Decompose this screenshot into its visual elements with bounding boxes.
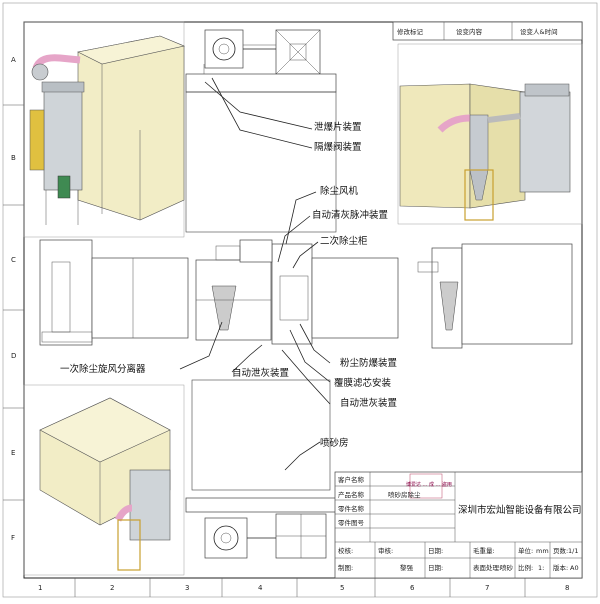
drafter-label: 制图: (338, 563, 353, 572)
product-name-value: 喷砂房除尘 (388, 490, 421, 499)
design-label: 校核: (338, 546, 353, 555)
label-filter-install: 覆膜滤芯安装 (334, 377, 392, 389)
front-elevation (39, 239, 189, 346)
unit-label: 单位: (518, 546, 533, 555)
leader-lines (179, 77, 331, 471)
col-marker: 4 (258, 584, 263, 592)
pages-label: 页数: (553, 546, 568, 555)
revision-cell: 设变内容 (456, 27, 483, 36)
label-auto-ash-2: 自动泄灰装置 (340, 397, 397, 409)
revision-cell: 修改标记 (397, 27, 424, 36)
row-marker: E (11, 449, 15, 457)
product-name-label: 产品名称 (338, 490, 365, 499)
part-name-label: 零件名称 (338, 504, 365, 513)
col-marker: 8 (565, 584, 569, 592)
revision-cell: 设变人&时间 (520, 27, 558, 36)
col-marker: 2 (110, 584, 114, 592)
col-markers: 1 2 3 4 5 6 7 8 (38, 578, 569, 597)
review-label: 审核: (378, 546, 393, 555)
label-cyclone: 一次除尘旋风分离器 (60, 363, 146, 375)
row-marker: F (11, 534, 15, 542)
iso-view-top-left (23, 21, 185, 238)
label-explosion-vent: 泄爆片装置 (314, 121, 362, 133)
customer-label: 客户名称 (338, 475, 365, 484)
scale-value: 1: (538, 564, 544, 572)
company-name: 深圳市宏灿智能设备有限公司 (458, 504, 582, 516)
row-markers: A B C D E F (3, 56, 24, 542)
stamp-box (409, 473, 443, 499)
part-no-label: 零件图号 (338, 518, 365, 527)
callout-labels: 泄爆片装置 隔爆阀装置 除尘风机 自动清灰脉冲装置 二次除尘柜 一次除尘旋风分离… (60, 121, 397, 449)
title-block: 客户名称 博爱达 ... 成 ... 盗用 产品名称 喷砂房除尘 零件名称 零件… (334, 471, 583, 579)
row-marker: A (11, 56, 16, 64)
center-front-view (195, 239, 399, 345)
unit-value: mm (536, 547, 549, 555)
col-marker: 3 (185, 584, 189, 592)
label-powder-explosion: 粉尘防爆装置 (340, 357, 397, 369)
label-isolation-valve: 隔爆阀装置 (314, 141, 362, 153)
side-view-right (417, 243, 573, 349)
plan-view-top (185, 29, 337, 233)
inner-frame (23, 21, 583, 579)
row-marker: B (11, 154, 16, 162)
stamp-text: 博爱达 ... 成 ... 盗用 (406, 481, 452, 488)
iso-view-top-right (397, 43, 583, 225)
date-label-2: 日期: (428, 564, 443, 572)
iso-view-bottom-left (23, 384, 185, 576)
row-marker: D (11, 352, 16, 360)
row-marker: C (11, 256, 16, 264)
label-dust-fan: 除尘风机 (320, 185, 359, 197)
surface-label: 表面处理: (473, 563, 501, 572)
label-auto-pulse: 自动清灰脉冲装置 (312, 209, 388, 221)
plan-view-bottom (185, 379, 337, 559)
label-auto-ash-1: 自动泄灰装置 (232, 367, 289, 379)
label-secondary-cabinet: 二次除尘柜 (320, 235, 368, 247)
col-marker: 6 (410, 584, 415, 592)
col-marker: 5 (340, 584, 344, 592)
date-label-1: 日期: (428, 547, 443, 555)
version-value: A0 (570, 564, 579, 572)
surface-value: 喷砂 (500, 563, 514, 572)
scale-label: 比例: (518, 563, 533, 572)
label-blast-room: 喷砂房 (320, 437, 349, 449)
col-marker: 1 (38, 584, 42, 592)
pages-value: 1/1 (568, 547, 578, 555)
weight-label: 毛重量: (473, 546, 495, 555)
revision-table: 修改标记 设变内容 设变人&时间 (392, 21, 583, 41)
col-marker: 7 (485, 584, 489, 592)
drafter-value: 黎强 (400, 563, 414, 572)
version-label: 版本: (553, 563, 568, 572)
